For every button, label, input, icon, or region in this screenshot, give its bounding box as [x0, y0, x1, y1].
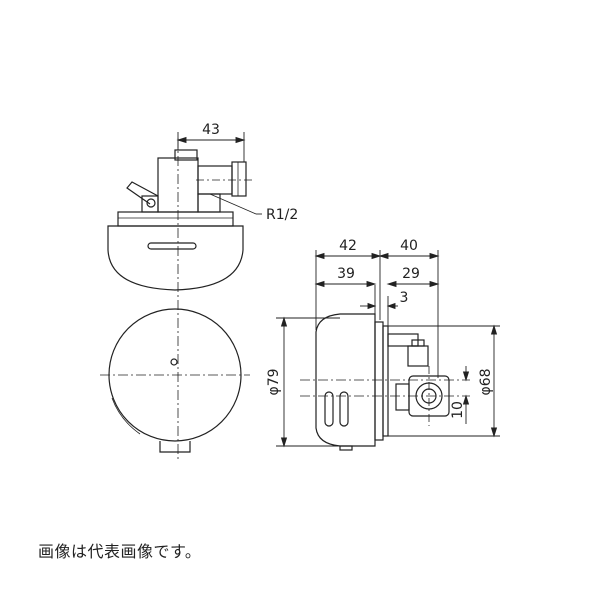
dim-42-label: 42	[339, 238, 357, 254]
dimension-phi68	[388, 324, 500, 438]
dim-3-label: 3	[400, 290, 409, 306]
side-dimensions	[314, 250, 440, 378]
side-view	[300, 313, 470, 451]
dim-phi79-label: φ79	[266, 368, 282, 395]
dim-10-label: 10	[450, 401, 466, 419]
dim-phi68-label: φ68	[478, 368, 494, 395]
front-view	[107, 138, 262, 300]
dimension-phi79	[276, 316, 340, 448]
dim-43-label: 43	[202, 122, 220, 138]
dim-29-label: 29	[402, 266, 420, 282]
dim-39-label: 39	[337, 266, 355, 282]
thread-label: R1/2	[266, 207, 298, 223]
plan-view	[100, 300, 250, 460]
dimension-43	[176, 132, 246, 162]
dim-40-label: 40	[400, 238, 418, 254]
caption: 画像は代表画像です。	[38, 542, 202, 561]
